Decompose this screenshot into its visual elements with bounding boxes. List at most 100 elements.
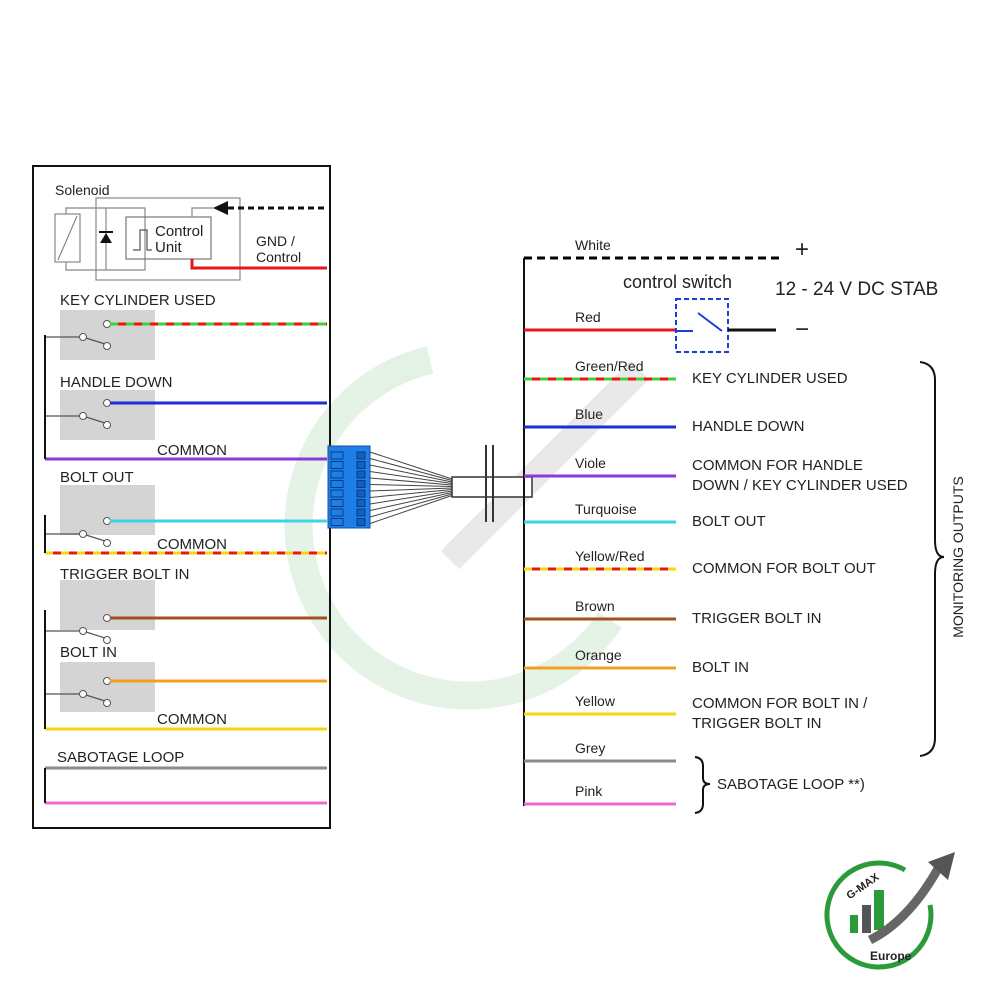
connector-pin: [356, 499, 366, 507]
cable-strand: [369, 451, 453, 480]
cable-strand: [369, 493, 453, 518]
switch-terminal: [79, 412, 87, 420]
sabotage-brace: [694, 756, 711, 814]
wire-name-blue: Blue: [575, 406, 603, 422]
wire-name-orange: Orange: [575, 647, 622, 663]
switch-terminal: [79, 530, 87, 538]
control-switch[interactable]: [675, 298, 729, 353]
wire-description: DOWN / KEY CYLINDER USED: [692, 477, 908, 494]
label-common-1: COMMON: [157, 442, 227, 459]
connector-pin: [356, 518, 366, 526]
switch-housing: [60, 580, 155, 630]
voltage-label: 12 - 24 V DC STAB: [775, 279, 938, 300]
switch-terminal: [103, 699, 111, 707]
cable-strand: [369, 458, 453, 481]
diode-icon: [100, 233, 112, 243]
wire-description: COMMON FOR HANDLE: [692, 457, 863, 474]
wire-description: COMMON FOR BOLT IN /: [692, 695, 868, 712]
control-unit-label-2: Unit: [155, 239, 183, 256]
switch-terminal: [79, 690, 87, 698]
connector-pin: [356, 461, 366, 469]
switch-terminal: [103, 342, 111, 350]
label-bolt-out: BOLT OUT: [60, 469, 134, 486]
wire-description: BOLT OUT: [692, 513, 766, 530]
wire-name-viole: Viole: [575, 455, 606, 471]
switch-terminal: [103, 677, 111, 685]
wire-description: BOLT IN: [692, 659, 749, 676]
wire-description: COMMON FOR BOLT OUT: [692, 560, 876, 577]
label-trigger-bolt-in: TRIGGER BOLT IN: [60, 566, 189, 583]
wire-name-grey: Grey: [575, 740, 605, 756]
switch-lever: [697, 312, 723, 332]
connector-pin: [356, 480, 366, 488]
left-wires: [44, 322, 327, 805]
wire-description: HANDLE DOWN: [692, 418, 805, 435]
connector-pin: [356, 489, 366, 498]
cable-strand: [369, 471, 453, 484]
label-sabotage-loop: SABOTAGE LOOP: [57, 749, 184, 766]
minus-sign: −: [795, 316, 809, 343]
arrow-icon: [213, 201, 228, 215]
switch-housing: [60, 310, 155, 360]
switch-terminal: [103, 539, 111, 547]
switch-housing: [60, 485, 155, 535]
sabotage-loop-right-label: SABOTAGE LOOP **): [717, 776, 865, 793]
connector-pins: [330, 451, 366, 526]
solenoid-label: Solenoid: [55, 182, 110, 198]
switch-terminal: [103, 636, 111, 644]
cable-strand: [369, 490, 453, 505]
connector-pin: [330, 489, 344, 498]
connector-pin: [330, 461, 344, 469]
gnd-label: GND /: [256, 233, 295, 249]
wire-description: KEY CYLINDER USED: [692, 370, 848, 387]
control-unit-label: Control: [155, 223, 203, 240]
cable-strand: [369, 487, 453, 492]
watermark-logo: [284, 346, 650, 710]
wire-name-red: Red: [575, 309, 601, 325]
connector-pin: [330, 518, 344, 526]
connector-pin: [330, 499, 344, 507]
wire-name-yellow-red: Yellow/Red: [575, 548, 645, 564]
label-key-cylinder: KEY CYLINDER USED: [60, 292, 216, 309]
gnd-wire: [190, 259, 327, 270]
label-common-3: COMMON: [157, 711, 227, 728]
switch-housing: [60, 390, 155, 440]
connector-pin: [330, 470, 344, 479]
wire-name-turquoise: Turquoise: [575, 501, 637, 517]
label-common-2: COMMON: [157, 536, 227, 553]
switch-terminal: [79, 333, 87, 341]
connector-pin: [330, 480, 344, 488]
monitoring-outputs-label: MONITORING OUTPUTS: [950, 476, 966, 638]
logo-text-europe: Europe: [870, 949, 912, 963]
wire-description: TRIGGER BOLT IN: [692, 610, 821, 627]
connector-pin: [330, 451, 344, 460]
switch-terminal: [103, 614, 111, 622]
wire-name-brown: Brown: [575, 598, 615, 614]
cable-fan: [369, 451, 453, 524]
cable-strand: [369, 464, 453, 483]
wire-description: TRIGGER BOLT IN: [692, 715, 821, 732]
switch-terminal: [103, 399, 111, 407]
switch-lever: [85, 337, 106, 345]
gmax-logo: G-MAX Europe: [824, 852, 955, 970]
connector-pin: [356, 508, 366, 517]
label-handle-down: HANDLE DOWN: [60, 374, 173, 391]
gnd-label-2: Control: [256, 249, 301, 265]
plus-sign: +: [795, 236, 809, 263]
switch-terminal: [103, 517, 111, 525]
switch-terminal: [79, 627, 87, 635]
cable-strand: [369, 477, 453, 486]
wire-name-pink: Pink: [575, 783, 603, 799]
switch-terminal: [103, 421, 111, 429]
wire-name-yellow: Yellow: [575, 693, 616, 709]
switch-lever: [85, 416, 106, 424]
label-bolt-in: BOLT IN: [60, 644, 117, 661]
connector-pin: [356, 470, 366, 479]
wire-name-green-red: Green/Red: [575, 358, 643, 374]
cable-strand: [369, 492, 453, 511]
switch-lever: [85, 631, 106, 639]
switch-lever: [85, 694, 106, 702]
cable-strand: [369, 489, 453, 498]
